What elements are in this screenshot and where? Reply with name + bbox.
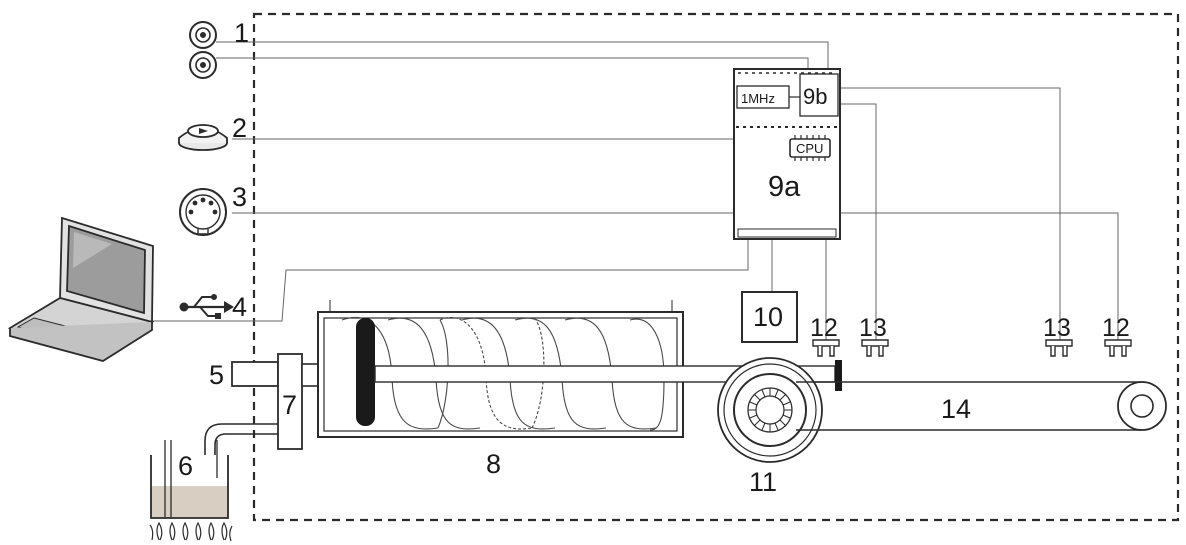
- flame-icon: [149, 521, 233, 542]
- cpu-label: CPU: [796, 141, 823, 156]
- drive-belt: [796, 381, 1142, 431]
- motor-driver-box: [741, 291, 798, 343]
- label-5: 5: [209, 360, 224, 390]
- clock-label: 1MHz: [741, 91, 775, 106]
- stepper-motor: [717, 357, 823, 463]
- valve: [277, 353, 303, 450]
- push-button-icon: [178, 124, 228, 151]
- cpu-chip: [789, 138, 831, 158]
- plug-icon: [812, 339, 1132, 357]
- syringe-plunger: [356, 318, 375, 426]
- laptop-icon: [7, 216, 155, 362]
- rod-clamp: [835, 360, 842, 391]
- label-8: 8: [486, 449, 501, 479]
- din-connector-icon: [179, 188, 227, 236]
- idler-pulley: [1117, 381, 1167, 431]
- label-14: 14: [941, 394, 971, 424]
- enclosure-border: [252, 12, 1180, 522]
- label-10: 10: [753, 302, 783, 332]
- label-4: 4: [232, 292, 247, 322]
- outlet-pipe: [231, 361, 279, 387]
- valve-to-syringe-pipe: [301, 363, 319, 387]
- beaker: [150, 440, 229, 519]
- module-9b: [799, 73, 839, 117]
- label-13-right: 13: [1043, 314, 1071, 342]
- label-12-left: 12: [810, 314, 838, 342]
- label-9a: 9a: [768, 171, 801, 203]
- label-3: 3: [232, 182, 247, 212]
- label-9b: 9b: [803, 84, 827, 109]
- bnc-connector-icon: [189, 21, 217, 79]
- label-11: 11: [749, 467, 777, 497]
- label-6: 6: [178, 451, 193, 481]
- wiring: [148, 41, 1119, 340]
- label-2: 2: [232, 113, 247, 143]
- label-13-left: 13: [859, 314, 887, 342]
- feed-pipe: [204, 423, 278, 455]
- label-12-right: 12: [1102, 314, 1130, 342]
- label-1: 1: [234, 18, 249, 48]
- label-7: 7: [282, 390, 297, 420]
- usb-icon: [179, 294, 234, 319]
